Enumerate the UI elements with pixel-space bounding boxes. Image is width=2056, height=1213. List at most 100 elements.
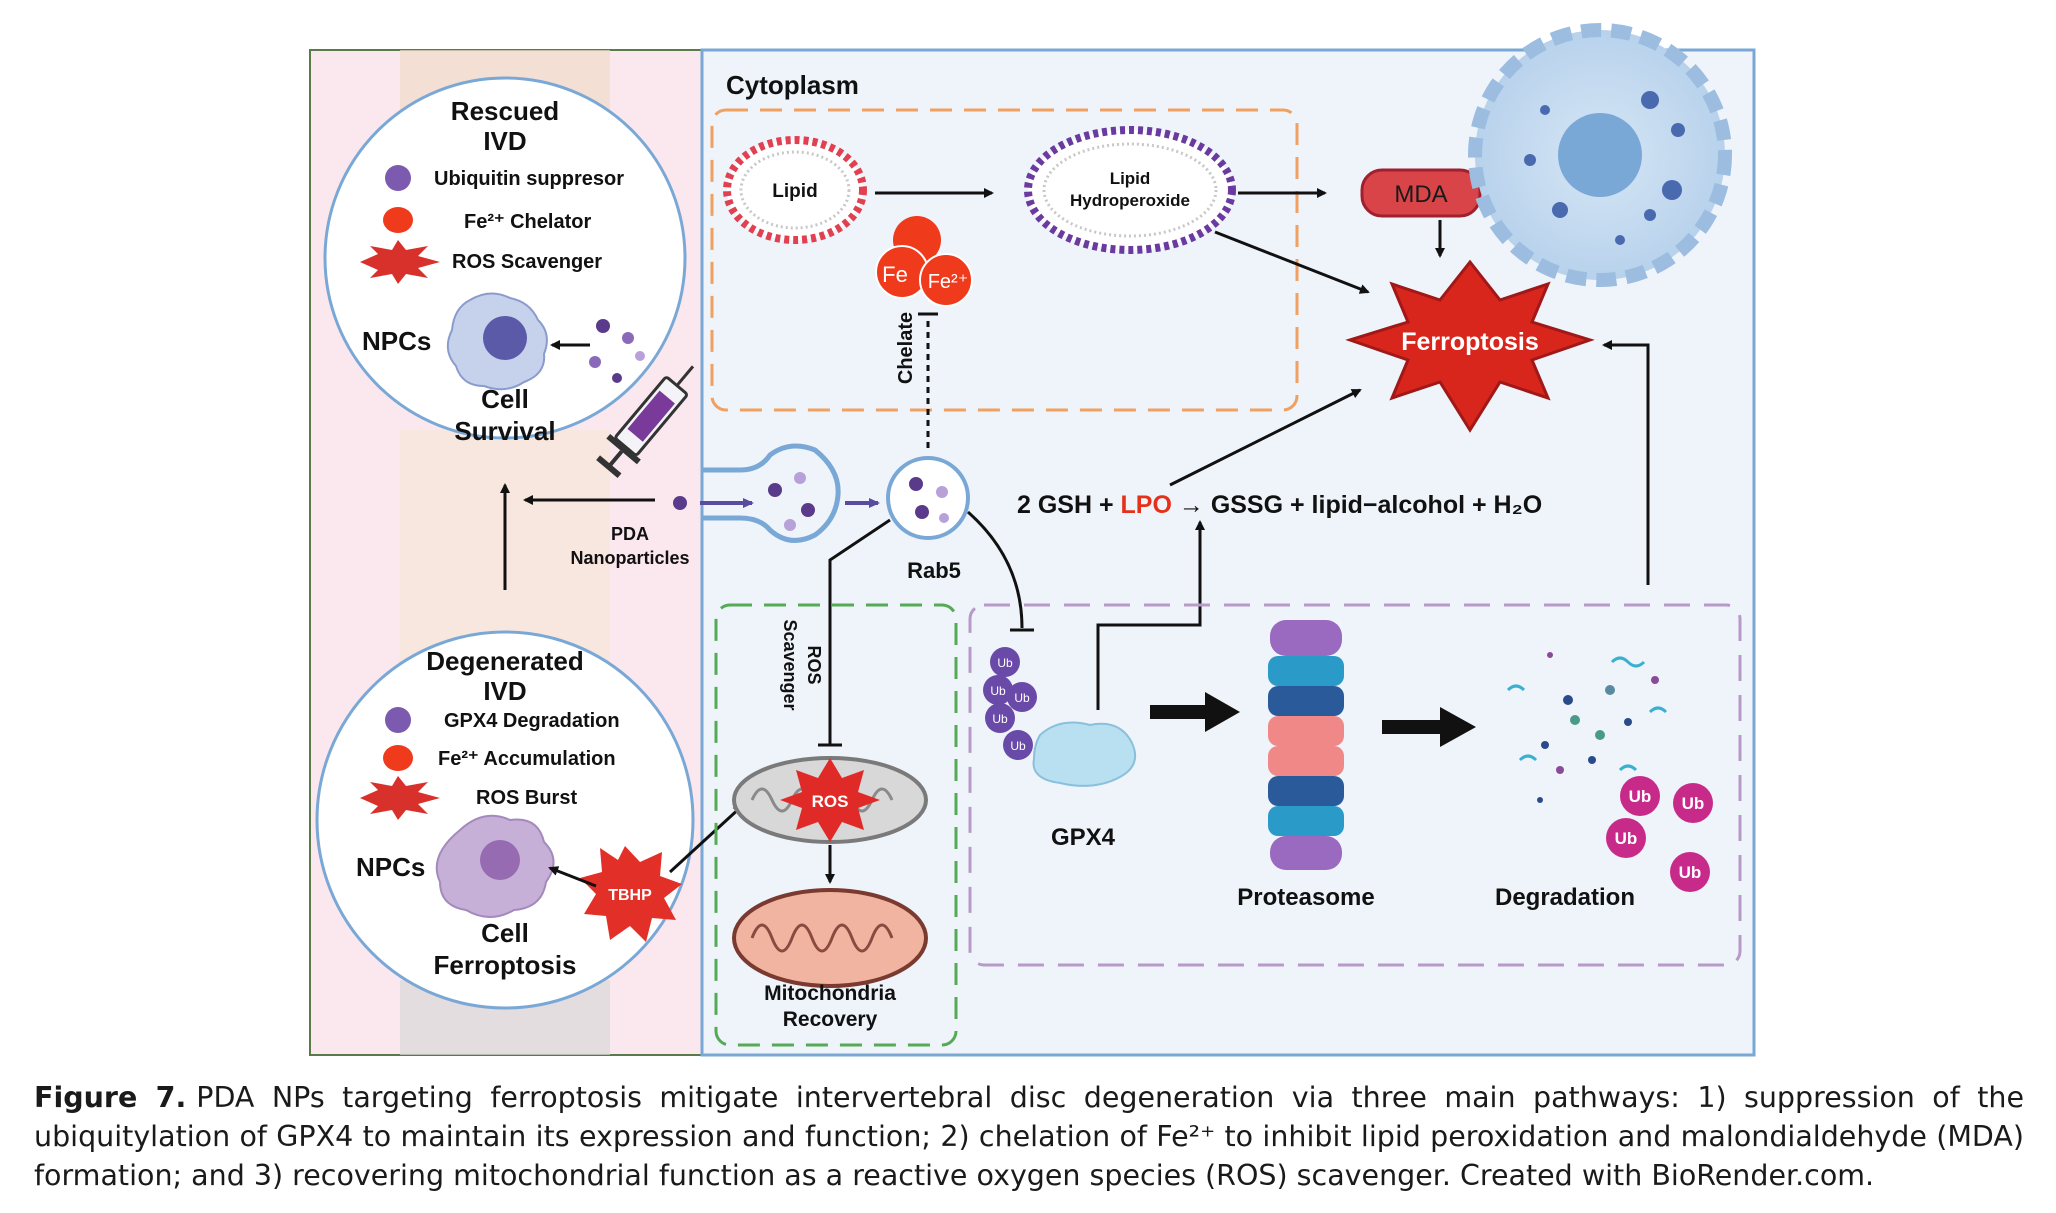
gsh-equation: 2 GSH + LPO → GSSG + lipid−alcohol + H₂O (1017, 491, 1542, 519)
dying-cell-image (1468, 23, 1732, 287)
degenerated-title-1: Degenerated (426, 646, 584, 676)
degenerated-legend-3: ROS Burst (476, 787, 577, 809)
rescued-npcs: NPCs (362, 326, 431, 356)
gpx4-protein (1032, 721, 1136, 787)
proteasome-label: Proteasome (1237, 884, 1374, 911)
mitochondria-box (714, 603, 958, 1047)
degenerated-outcome-2: Ferroptosis (433, 950, 576, 980)
ferroptotic-npc-nucleus (480, 840, 520, 880)
caption-text: PDA NPs targeting ferroptosis mitigate i… (34, 1081, 2024, 1192)
free-ub-label: Ub (1629, 787, 1652, 806)
mito-recovery-label-1: Mitochondria (764, 982, 896, 1005)
particle (635, 351, 645, 361)
arrow-degradation-to-ferroptosis (1602, 340, 1650, 585)
rescued-title-2: IVD (483, 126, 526, 156)
vesicle-particle (794, 472, 806, 484)
ros-label: ROS (812, 792, 849, 811)
degenerated-title-2: IVD (483, 676, 526, 706)
degradation-label: Degradation (1495, 884, 1635, 911)
particle (622, 332, 634, 344)
rescued-legend-3: ROS Scavenger (452, 251, 602, 273)
lipid-liposome (723, 136, 867, 244)
arrow-gpx4-to-equation (1096, 520, 1205, 710)
free-ub-label: Ub (1679, 863, 1702, 882)
ros-scavenger-label-2: Scavenger (780, 619, 800, 710)
rescued-legend-1: Ubiquitin suppresor (434, 168, 624, 190)
membrane-invagination (702, 443, 841, 543)
rescued-legend-2: Fe²⁺ Chelator (464, 211, 591, 233)
arrow-lpo-to-ferroptosis (1169, 388, 1362, 487)
rab5-to-ub-inhibit (967, 510, 1024, 629)
degenerated-legend-2: Fe²⁺ Accumulation (438, 748, 616, 770)
lipid-hydroperoxide-liposome (1024, 126, 1236, 254)
lipid-label: Lipid (772, 181, 817, 202)
mda-label: MDA (1394, 181, 1447, 208)
rescued-outcome-1: Cell (481, 384, 529, 414)
free-ub-label: Ub (1615, 829, 1638, 848)
ub-tag-label: Ub (1014, 691, 1030, 705)
free-ub-label: Ub (1682, 794, 1705, 813)
ubiquitin-suppressor-icon (385, 165, 411, 191)
vesicle-particle (784, 519, 796, 531)
cytoplasm-label: Cytoplasm (726, 70, 859, 100)
gpx4-degradation-box (968, 603, 1742, 967)
gpx4-degradation-icon (385, 707, 411, 733)
arrow-to-proteasome (1150, 692, 1240, 732)
mda-box (1360, 168, 1482, 218)
arrow-tbhp-to-mito (668, 804, 744, 874)
endosome-particle (939, 513, 949, 523)
ub-tag-label: Ub (992, 712, 1008, 726)
ros-burst (780, 758, 880, 842)
ub-chain (983, 647, 1037, 760)
mito-recovery-label-2: Recovery (783, 1008, 878, 1031)
vesicle-particle (768, 483, 782, 497)
lipid-hydroperoxide-label-2: Hydroperoxide (1070, 191, 1190, 210)
endosome-particle (936, 486, 948, 498)
degenerated-npcs: NPCs (356, 852, 425, 882)
healthy-npc-nucleus (483, 316, 527, 360)
particle (589, 356, 601, 368)
rescued-title-1: Rescued (451, 96, 559, 126)
rab5-endosome (886, 456, 970, 540)
ros-scavenger-star-icon (360, 240, 440, 284)
ub-tag-label: Ub (1010, 739, 1026, 753)
rescued-circle (323, 76, 687, 440)
ferroptosis-label: Ferroptosis (1401, 328, 1539, 356)
rab5-to-ros-scavenger (828, 518, 891, 745)
gpx4-label: GPX4 (1051, 824, 1116, 851)
arrow-hydroperoxide-to-ferroptosis (1214, 230, 1370, 294)
ub-tag-label: Ub (990, 684, 1006, 698)
degradation-fragments (1506, 652, 1668, 803)
arrow-to-degradation (1382, 707, 1476, 747)
ub-tag-label: Ub (997, 656, 1013, 670)
rescued-ivd-group: Rescued IVD Ubiquitin suppresor Fe²⁺ Che… (323, 76, 695, 479)
fe-ions-cluster (875, 216, 973, 307)
tbhp-label: TBHP (608, 887, 652, 904)
degenerated-legend-1: GPX4 Degradation (444, 710, 620, 732)
endosome-particle (909, 477, 923, 491)
pda-label-1: PDA (611, 524, 649, 544)
proteasome-image (1268, 620, 1344, 870)
vesicle-particle (801, 503, 815, 517)
degenerated-outcome-1: Cell (481, 918, 529, 948)
pda-nanoparticle (673, 496, 687, 510)
syringe-icon (596, 365, 695, 479)
ros-burst-star-icon (360, 776, 440, 820)
fe-partial-label: Fe (882, 262, 908, 287)
figure-caption: Figure 7.PDA NPs targeting ferroptosis m… (34, 1078, 2024, 1195)
endosome-particle (915, 505, 929, 519)
lipid-hydroperoxide-label-1: Lipid (1110, 169, 1151, 188)
pda-label-2: Nanoparticles (570, 548, 689, 568)
particle (612, 373, 622, 383)
rab5-label: Rab5 (907, 558, 961, 583)
fe-label: Fe²⁺ (928, 271, 969, 293)
chelate-label: Chelate (895, 312, 917, 384)
figure-diagram: Cytoplasm Rescued IVD Ubiquitin suppreso… (309, 23, 1756, 1057)
lipid-peroxidation-box (710, 108, 1299, 412)
tbhp-burst (580, 846, 682, 942)
rescued-outcome-2: Survival (454, 416, 555, 446)
particle (596, 319, 610, 333)
caption-label: Figure 7. (34, 1081, 187, 1114)
free-ub-group (1606, 776, 1713, 892)
healthy-mitochondrion (732, 888, 928, 988)
